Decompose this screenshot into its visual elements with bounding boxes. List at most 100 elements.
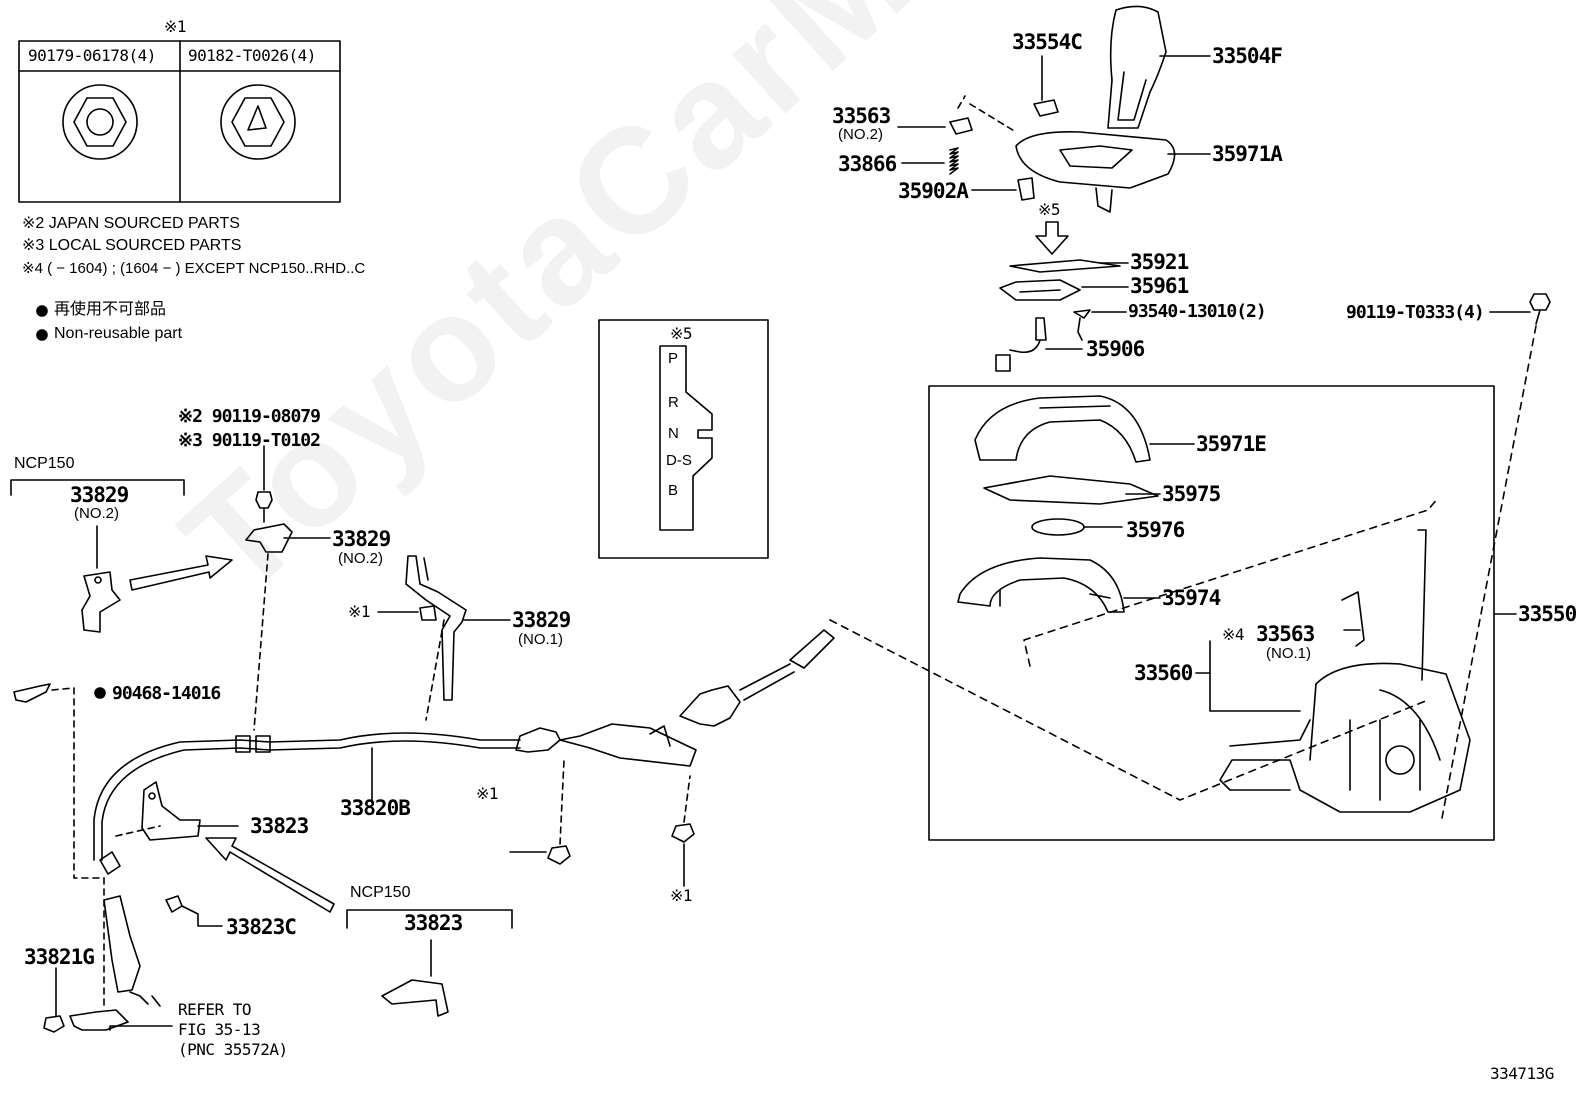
shift-panel-frame [598,319,769,559]
shift-lever-assembly-icon [1219,529,1471,813]
label-90468: 90468-14016 [112,683,221,704]
ncp150-bracket-frame [10,479,185,496]
label-33829-left: 33829 [70,483,129,507]
label-90119-t0333: 90119-T0333(4) [1346,302,1485,323]
label-93540: 93540-13010(2) [1128,301,1267,322]
note-local: ※3 LOCAL SOURCED PARTS [22,237,242,254]
lock-clip-icon [1017,177,1035,201]
shift-pos-b: B [668,482,679,499]
marker-1-nut: ※1 [476,784,499,803]
label-33820b: 33820B [340,796,411,820]
linkage-icon [69,1009,129,1031]
bolt-icon [1529,293,1551,325]
legend-part-2: 90182-T0026(4) [188,46,316,65]
label-35976: 35976 [1126,518,1185,542]
note-japan: ※2 JAPAN SOURCED PARTS [22,215,240,232]
bulb-holder-icon [999,279,1081,301]
legend-table-frame [18,40,341,203]
label-35921: 35921 [1130,250,1189,274]
figure-id: 334713G [1490,1064,1554,1083]
label-35971a: 35971A [1212,142,1283,166]
label-35906: 35906 [1086,337,1145,361]
shift-pos-p: P [668,350,679,367]
spring-icon [949,147,959,175]
label-90119-08079: ※2 90119-08079 [178,406,321,427]
label-33823-ncp: 33823 [404,911,463,935]
shift-knob-icon [1107,5,1167,129]
marker-4: ※4 [1222,625,1245,644]
bracket-no2-icon [81,571,121,633]
label-35961: 35961 [1130,274,1189,298]
hex-lock-nut-icon [220,84,296,160]
shift-cable-icon [93,629,835,861]
shift-panel-marker: ※5 [670,324,693,343]
label-33563-no1-sub: (NO.1) [1266,645,1311,662]
nut-icon [547,845,571,865]
indicator-base-icon [957,557,1125,613]
note-except: ※4 ( − 1604) ; (1604 − ) EXCEPT NCP150..… [22,260,366,277]
label-33563-no2: 33563 [832,104,891,128]
label-ncp150-left: NCP150 [14,455,75,472]
label-33829-left-sub: (NO.2) [74,505,119,522]
label-33554c: 33554C [1012,30,1083,54]
marker-1-bracket: ※1 [348,602,371,621]
label-33829-mid: 33829 [332,527,391,551]
label-33866: 33866 [838,152,897,176]
label-33823: 33823 [250,814,309,838]
label-33563-no1: 33563 [1256,622,1315,646]
refer-line-2: FIG 35-13 [178,1020,261,1039]
nut-icon [419,605,437,621]
nonreusable-bullet-icon [94,687,106,699]
label-33829-no1: 33829 [512,608,571,632]
clip-icon [1033,55,1059,117]
cable-sleeve-icon [103,895,141,993]
arrow-down-icon [1035,221,1069,255]
cable-end-icon [99,851,121,875]
label-33821g: 33821G [24,945,95,969]
nonreusable-bullet-icon [36,305,48,317]
bolt-icon [255,491,273,523]
clip-icon [13,683,51,703]
ncp150-bracket-frame [346,909,513,929]
hex-nut-icon [62,84,138,160]
legend-marker: ※1 [164,17,187,36]
plug-icon [949,117,973,135]
label-35975: 35975 [1162,482,1221,506]
refer-line-3: (PNC 35572A) [178,1040,288,1059]
label-35974: 35974 [1162,586,1221,610]
nut-icon [43,1015,65,1033]
label-33829-no1-sub: (NO.1) [518,631,563,648]
nonreusable-bullet-icon [36,329,48,341]
dust-cover-icon [983,475,1159,505]
label-ncp150-bottom: NCP150 [350,884,411,901]
arrow-right-icon [129,555,233,591]
cable-bracket-icon [381,979,449,1017]
marker-5-top: ※5 [1038,200,1061,219]
legend-part-1: 90179-06178(4) [28,46,156,65]
label-35971e: 35971E [1196,432,1267,456]
indicator-plate-icon [1009,259,1121,273]
bulb-socket-icon [995,317,1047,372]
shift-pos-r: R [668,394,679,411]
assembly-box [928,385,1495,841]
nonreusable-jp: 再使用不可部品 [54,301,167,318]
label-35902a: 35902A [898,179,969,203]
refer-line-1: REFER TO [178,1000,252,1019]
arrow-upleft-icon [205,837,335,913]
shift-gate-outline [659,345,713,531]
screw-icon [1073,309,1091,341]
label-90119-t0102: ※3 90119-T0102 [178,430,321,451]
position-indicator-housing-icon [974,395,1151,463]
marker-1-bottom: ※1 [670,886,693,905]
bracket-no1-icon [405,555,467,701]
bolt-icon [165,895,183,913]
shift-pos-n: N [668,425,679,442]
label-33560: 33560 [1134,661,1193,685]
nut-icon [671,823,695,843]
plate-icon [1031,518,1085,536]
nonreusable-en: Non-reusable part [54,325,183,342]
label-33504f: 33504F [1212,44,1283,68]
label-33563-no2-sub: (NO.2) [838,126,883,143]
